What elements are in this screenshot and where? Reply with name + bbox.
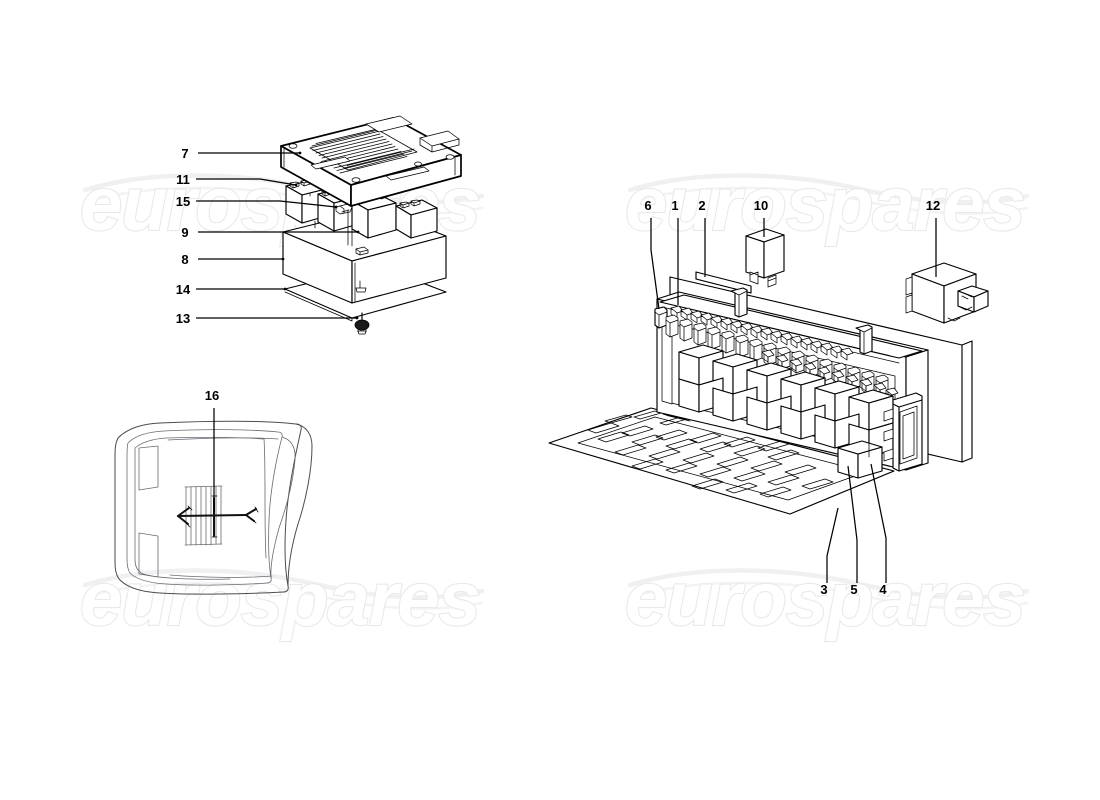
callout-6: 6 xyxy=(644,198,660,310)
watermark-top-right: eurospares xyxy=(624,161,1030,248)
callout-14: 14 xyxy=(176,282,287,297)
callout-number: 16 xyxy=(205,388,219,403)
watermark-bottom-right: eurospares xyxy=(624,556,1030,643)
rubber-mount-grommet xyxy=(354,312,370,335)
callout-2: 2 xyxy=(698,198,706,277)
ecu-callouts: 7 11 15 9 8 14 13 xyxy=(176,146,360,326)
fusebox-callouts: 6 1 2 10 12 3 5 4 xyxy=(644,198,940,597)
callout-number: 3 xyxy=(820,582,827,597)
callout-13: 13 xyxy=(176,311,359,326)
callout-12: 12 xyxy=(926,198,940,277)
watermark-layer: eurospares eurospares eurospares eurospa… xyxy=(79,161,1030,643)
callout-3: 3 xyxy=(820,507,839,597)
edge-connector-socket xyxy=(883,392,923,472)
callout-number: 2 xyxy=(698,198,705,213)
callout-number: 7 xyxy=(181,146,188,161)
callout-number: 13 xyxy=(176,311,190,326)
flasher-relay-unit xyxy=(905,262,989,324)
callout-number: 15 xyxy=(176,194,190,209)
callout-number: 1 xyxy=(671,198,678,213)
callout-7: 7 xyxy=(181,146,302,161)
callout-5: 5 xyxy=(847,465,858,597)
callout-9: 9 xyxy=(181,225,360,240)
callout-4: 4 xyxy=(870,463,887,597)
watermark-text: eurospares xyxy=(625,162,1025,247)
cover-plate-cutouts xyxy=(577,410,867,501)
callout-1: 1 xyxy=(671,198,679,305)
vehicle-location-view: 16 xyxy=(114,388,313,595)
callout-number: 6 xyxy=(644,198,651,213)
callout-number: 8 xyxy=(181,252,188,267)
callout-11: 11 xyxy=(176,172,298,187)
connector-legs xyxy=(309,192,353,247)
callout-number: 9 xyxy=(181,225,188,240)
callout-number: 12 xyxy=(926,198,940,213)
wiring-harness xyxy=(177,495,259,538)
end-terminal xyxy=(654,306,668,329)
callout-15: 15 xyxy=(176,194,338,209)
ecu-stack-assembly xyxy=(280,115,462,335)
board-mounting-tabs xyxy=(730,287,873,355)
callout-number: 11 xyxy=(176,172,190,187)
callout-number: 5 xyxy=(850,582,857,597)
fuse-holder-row-mid xyxy=(665,314,889,398)
fuse-terminal-row-upper xyxy=(670,305,854,361)
watermark-text: eurospares xyxy=(80,557,480,642)
callout-number: 14 xyxy=(176,282,191,297)
callout-16: 16 xyxy=(205,388,219,512)
cover-plate xyxy=(548,407,895,515)
watermark-text: eurospares xyxy=(625,557,1025,642)
relay-row-lower xyxy=(678,377,894,479)
electronic-control-unit xyxy=(280,115,462,207)
cylindrical-relay xyxy=(745,228,785,288)
callout-8: 8 xyxy=(181,252,285,267)
callout-number: 10 xyxy=(754,198,768,213)
relay-cube-array xyxy=(678,344,894,479)
callout-number: 4 xyxy=(879,582,887,597)
callout-10: 10 xyxy=(754,198,768,237)
fuse-relay-board-assembly xyxy=(548,228,989,515)
watermark-bottom-left: eurospares xyxy=(79,556,485,643)
